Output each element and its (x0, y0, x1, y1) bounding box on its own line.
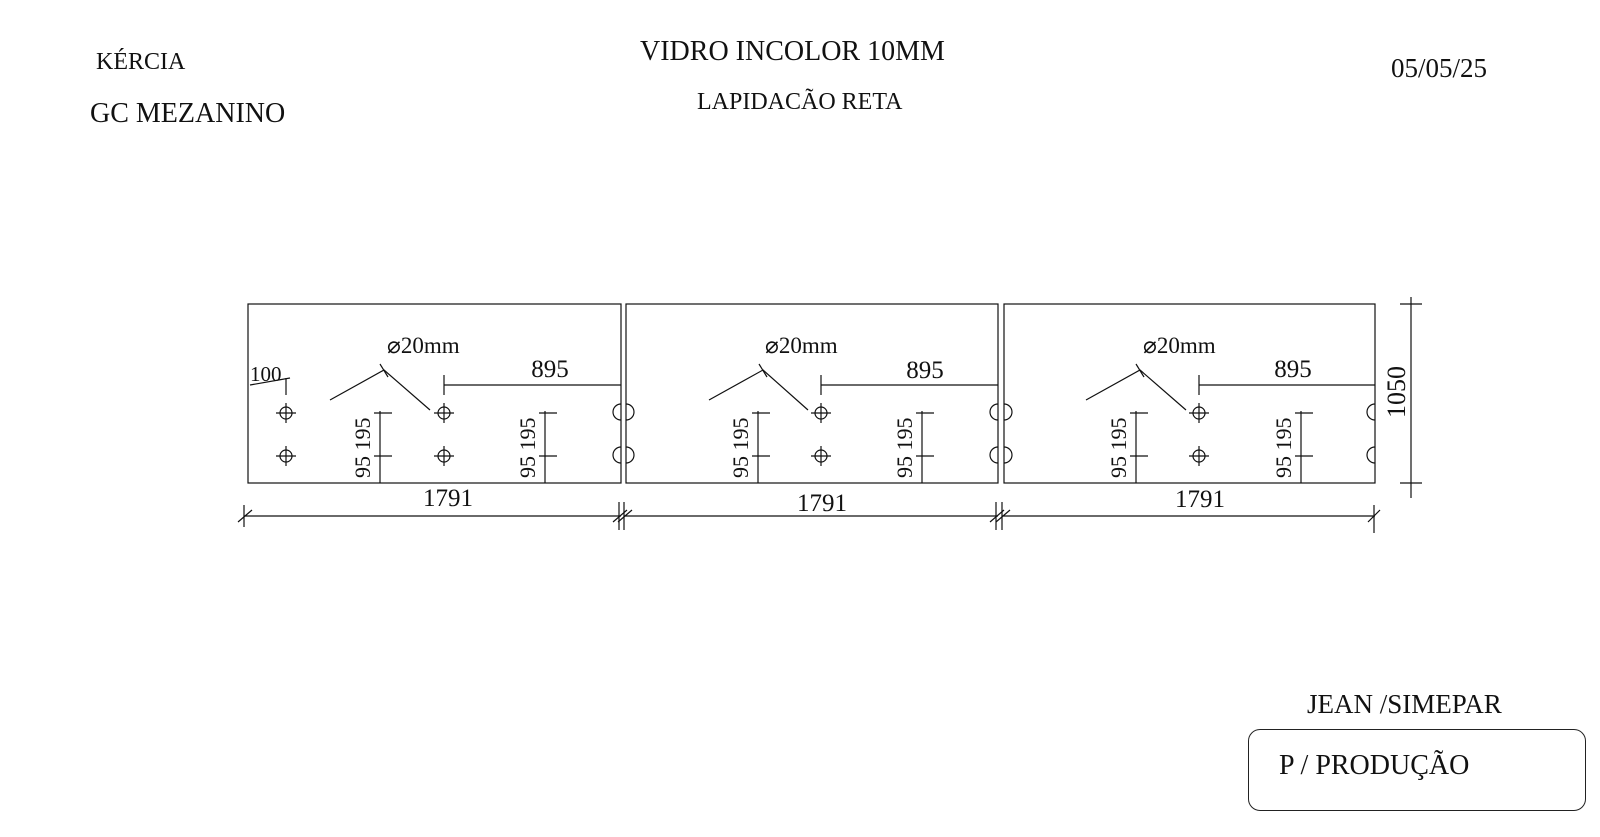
glass-panel-1: 100 895 ⌀20mm 95 195 95 195 1791 (237, 303, 628, 530)
width-label: 1791 (423, 485, 473, 512)
width-label: 1791 (1175, 486, 1225, 513)
hole-marker (1189, 403, 1209, 423)
panel-outline (625, 303, 999, 484)
hole-marker (811, 403, 831, 423)
spacing-label: 95 195 (1106, 418, 1131, 479)
edge-notch (989, 403, 999, 421)
edge-notch (612, 446, 622, 464)
hole-marker (434, 403, 454, 423)
panel-outline (247, 303, 622, 484)
hole-offset-label: 895 (906, 357, 944, 384)
edge-notch (1366, 403, 1376, 421)
spacing-label: 95 195 (728, 418, 753, 479)
client-name: KÉRCIA (96, 49, 186, 75)
hole-marker (276, 446, 296, 466)
hole-diameter-label: ⌀20mm (1143, 333, 1216, 358)
edge-notch (1003, 403, 1013, 421)
hole-diameter-label: ⌀20mm (765, 333, 838, 358)
width-label: 1791 (797, 490, 847, 517)
material-spec: VIDRO INCOLOR 10MM (640, 36, 945, 67)
glass-panel-3: 895 ⌀20mm 95 195 95 195 1791 (995, 303, 1381, 533)
edge-notch (1366, 446, 1376, 464)
spacing-label: 95 195 (515, 418, 540, 479)
edge-notch (1003, 446, 1013, 464)
hole-marker (1189, 446, 1209, 466)
edge-notch (989, 446, 999, 464)
edge-notch (625, 403, 635, 421)
hole-marker (276, 403, 296, 423)
hole-diameter-label: ⌀20mm (387, 333, 460, 358)
production-stamp: P / PRODUÇÃO (1248, 729, 1586, 811)
author-label: JEAN /SIMEPAR (1307, 689, 1502, 719)
edge-notch (612, 403, 622, 421)
edge-notch (625, 446, 635, 464)
hole-marker (811, 446, 831, 466)
spacing-label: 95 195 (1271, 418, 1296, 479)
edge-offset-label: 100 (250, 362, 282, 386)
height-label: 1050 (1382, 366, 1411, 418)
panel-outline (1003, 303, 1376, 484)
stamp-text: P / PRODUÇÃO (1279, 750, 1470, 781)
hole-marker (434, 446, 454, 466)
height-dimension: 1050 (1382, 297, 1422, 498)
project-name: GC MEZANINO (90, 98, 286, 129)
hole-offset-label: 895 (531, 356, 569, 383)
spacing-label: 95 195 (350, 418, 375, 479)
glass-panel-2: 895 ⌀20mm 95 195 95 195 1791 (617, 303, 1005, 530)
spacing-label: 95 195 (892, 418, 917, 479)
drawing-date: 05/05/25 (1391, 53, 1488, 83)
hole-offset-label: 895 (1274, 356, 1312, 383)
edge-finish: LAPIDACÃO RETA (697, 89, 903, 115)
